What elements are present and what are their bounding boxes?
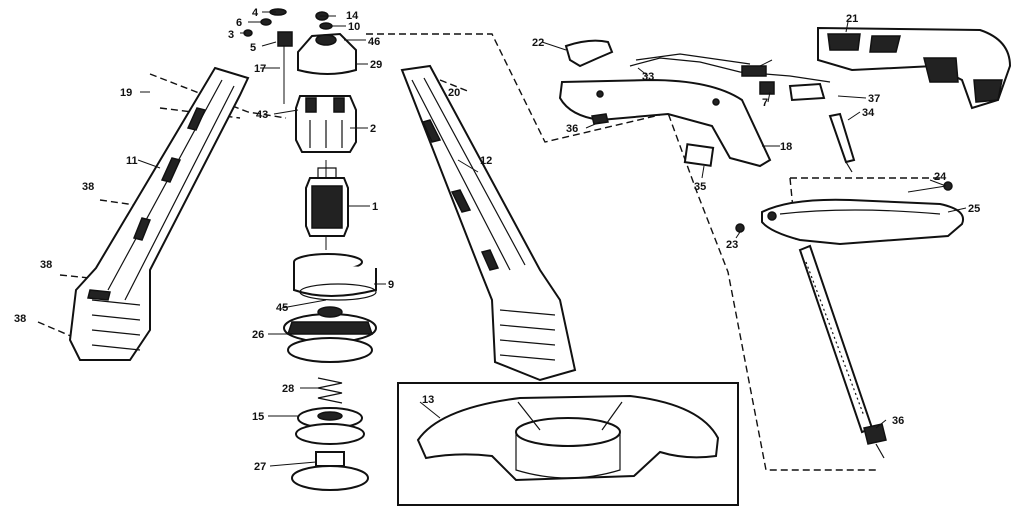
label-33: 33 <box>642 71 654 83</box>
screw-24 <box>907 181 953 193</box>
rear-handle-21 <box>817 26 1012 110</box>
label-25: 25 <box>968 203 980 215</box>
resistor-34 <box>828 112 856 173</box>
label-35: 35 <box>694 181 706 193</box>
handle-18 <box>558 78 772 168</box>
label-20: 20 <box>448 87 460 99</box>
spool-16 <box>295 407 365 445</box>
right-housing-half <box>400 64 577 382</box>
shaft-36 <box>798 244 887 459</box>
small-hardware-3-4-6 <box>243 8 333 37</box>
label-36-shaft: 36 <box>892 415 904 427</box>
label-17: 17 <box>254 63 266 75</box>
leader-lines <box>137 11 967 467</box>
spring-28 <box>317 377 343 404</box>
label-43: 43 <box>256 109 268 121</box>
cap-29 <box>297 32 357 75</box>
label-1: 1 <box>372 201 378 213</box>
label-38b: 38 <box>40 259 52 271</box>
label-22: 22 <box>532 37 544 49</box>
label-3: 3 <box>228 29 234 41</box>
label-15: 15 <box>252 411 264 423</box>
trigger-22 <box>564 39 614 68</box>
label-45: 45 <box>276 302 288 314</box>
lower-guard-25 <box>761 198 964 246</box>
label-19: 19 <box>120 87 132 99</box>
label-28: 28 <box>282 383 294 395</box>
label-11: 11 <box>126 155 138 167</box>
label-5: 5 <box>250 42 256 54</box>
brush-holder-43 <box>295 95 357 153</box>
label-37: 37 <box>868 93 880 105</box>
label-12: 12 <box>480 155 492 167</box>
label-14: 14 <box>346 10 359 22</box>
label-27: 27 <box>254 461 266 473</box>
label-21: 21 <box>846 13 858 25</box>
label-46: 46 <box>368 36 380 48</box>
label-plate-35 <box>683 143 715 167</box>
label-38a: 38 <box>82 181 94 193</box>
fan-26 <box>283 306 377 363</box>
label-7: 7 <box>762 97 768 109</box>
screw-23 <box>735 223 745 233</box>
armature-1 <box>305 160 349 250</box>
label-4: 4 <box>252 7 259 19</box>
label-23: 23 <box>726 239 738 251</box>
label-18: 18 <box>780 141 792 153</box>
left-housing-half <box>68 66 250 361</box>
label-36-handle: 36 <box>566 123 578 135</box>
label-9: 9 <box>388 279 394 291</box>
label-26: 26 <box>252 329 264 341</box>
label-2: 2 <box>370 123 376 135</box>
spool-cover-27 <box>291 451 369 491</box>
label-34: 34 <box>862 107 875 119</box>
label-29: 29 <box>370 59 382 71</box>
switch-cord-33-32 <box>629 53 831 102</box>
label-6: 6 <box>236 17 242 29</box>
label-38c: 38 <box>14 313 26 325</box>
label-24: 24 <box>934 171 947 183</box>
part-labels: 4 6 3 5 17 14 10 46 29 19 43 2 20 11 12 … <box>14 7 980 473</box>
label-13: 13 <box>422 394 434 406</box>
screw-17 <box>277 31 293 104</box>
fan-housing-9 <box>293 253 377 301</box>
guard-inset-box <box>397 382 739 506</box>
label-10: 10 <box>348 21 360 33</box>
